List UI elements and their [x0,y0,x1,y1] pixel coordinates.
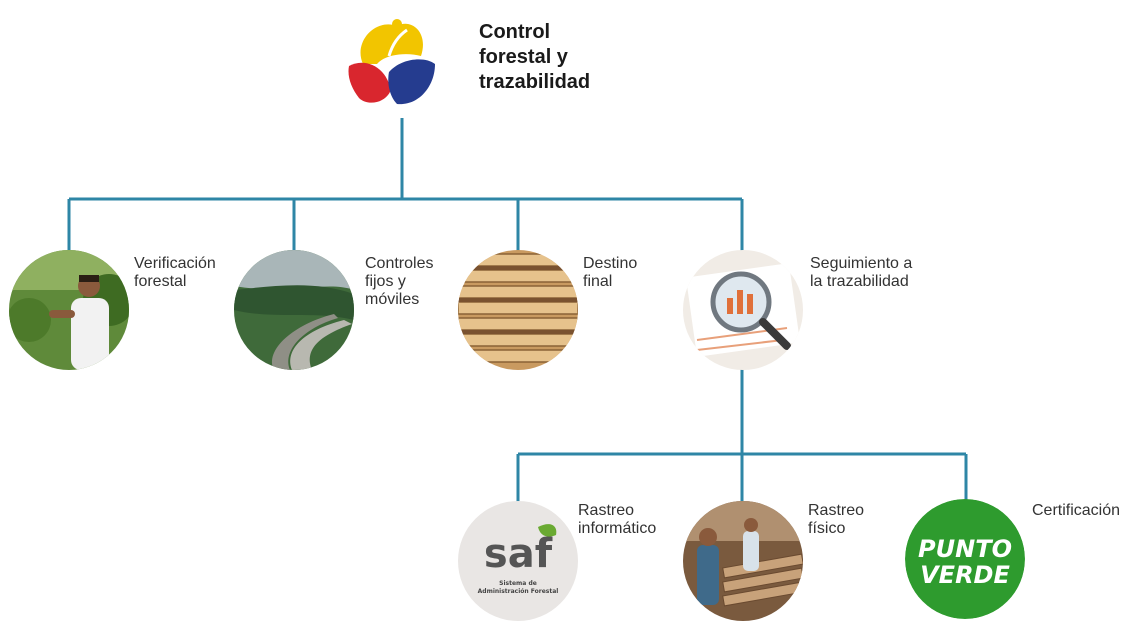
saf-logo: saf Sistema de Administración Forestal [458,501,578,621]
label-line: Certificación [1032,502,1121,519]
label-line: Controles [365,255,434,272]
label-line: móviles [365,291,420,308]
label-line: Rastreo [578,502,635,519]
root-title: Control forestal y trazabilidad [479,20,679,95]
label-line: la trazabilidad [810,273,909,290]
ecuador-flower-logo-icon [345,12,437,108]
node-label-seguimiento: Seguimiento a la trazabilidad [810,255,912,291]
punto-verde-logo: PUNTO VERDE [905,499,1025,619]
node-label-destino: Destino final [583,255,637,291]
punto-verde-text: VERDE [920,561,1010,589]
label-line: Destino [583,255,638,272]
saf-logo-subtitle: Administración Forestal [478,588,559,595]
wood-inspection-photo [683,501,803,621]
label-line: fijos y [365,273,406,290]
root-title-line: trazabilidad [479,71,591,93]
root-title-line: forestal y [479,46,568,68]
node-label-rastreo-informatico: Rastreo informático [578,502,656,538]
stacked-lumber-photo [458,250,578,370]
label-line: Seguimiento a [810,255,913,272]
root-title-line: Control [479,21,551,43]
label-line: físico [808,520,846,537]
node-label-controles: Controles fijos y móviles [365,255,433,309]
label-line: forestal [134,273,187,290]
label-line: Rastreo [808,502,865,519]
label-line: Verificación [134,255,216,272]
punto-verde-text: PUNTO [918,535,1012,563]
label-line: informático [578,520,657,537]
forest-worker-photo [9,250,129,370]
node-label-certificacion: Certificación [1032,502,1120,520]
saf-logo-text: saf [484,531,553,577]
label-line: final [583,273,613,290]
saf-logo-subtitle: Sistema de [499,580,537,587]
node-label-verificacion: Verificación forestal [134,255,216,291]
mountain-road-photo [234,250,354,370]
node-label-rastreo-fisico: Rastreo físico [808,502,864,538]
magnifier-chart-photo [683,250,803,370]
